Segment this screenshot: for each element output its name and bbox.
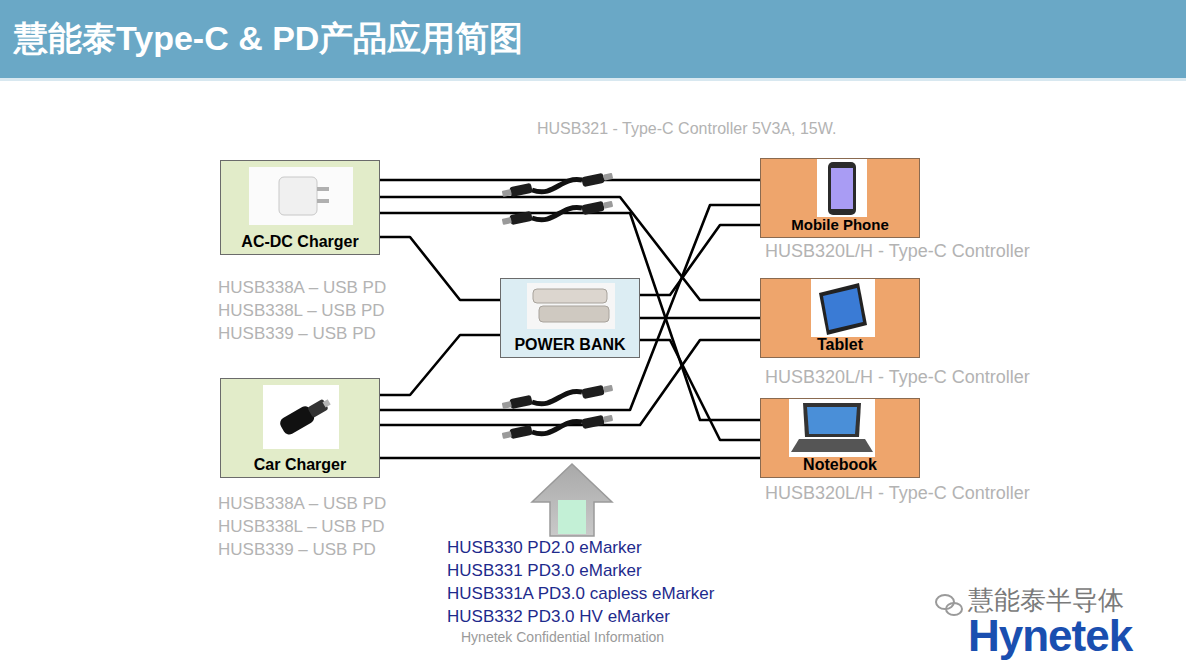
usb-c-cable-part-part <box>603 201 613 209</box>
part-note: HUSB320L/H - Type-C Controller <box>765 241 1030 263</box>
power-bank-box: POWER BANK <box>500 278 640 358</box>
usb-c-cable-part <box>581 383 613 399</box>
emarker-note: HUSB332 PD3.0 HV eMarker <box>447 607 670 627</box>
usb-c-cable-part-part <box>509 425 533 439</box>
emarker-note: HUSB331A PD3.0 capless eMarker <box>447 584 714 604</box>
usb-c-cable-part <box>532 208 582 220</box>
charger-box: AC-DC Charger <box>220 160 380 255</box>
usb-c-cable <box>501 171 613 199</box>
part-note: HUSB339 – USB PD <box>218 540 376 560</box>
usb-c-cable-part <box>581 199 613 215</box>
device-box: Notebook <box>760 398 920 478</box>
power-bank-picture-part <box>539 306 609 322</box>
up-arrow-part <box>532 464 612 536</box>
usb-c-cable-part-part <box>581 201 605 215</box>
part-note: HUSB320L/H - Type-C Controller <box>765 483 1030 505</box>
usb-c-cable <box>501 199 613 227</box>
usb-c-cable-part-part <box>603 385 613 393</box>
box-label: Notebook <box>803 455 877 474</box>
connector-line <box>380 205 760 410</box>
usb-c-cable-part-part <box>502 189 512 197</box>
charger-box: Car Charger <box>220 378 380 478</box>
car-charger-picture-part-part <box>323 399 331 407</box>
tablet-picture-part <box>823 288 863 330</box>
connector-line <box>380 335 500 395</box>
watermark: 慧能泰半导体 <box>968 586 1124 615</box>
car-charger-picture-part <box>263 385 339 449</box>
box-label: Car Charger <box>254 455 346 474</box>
title-rule <box>0 78 1186 81</box>
usb-c-cable-part-part <box>581 173 605 187</box>
usb-c-cable-part <box>501 395 532 411</box>
wechat-icon-part <box>936 595 954 609</box>
usb-c-cable-part <box>501 211 532 227</box>
box-label: AC-DC Charger <box>241 232 358 251</box>
usb-c-cable-part <box>532 392 582 404</box>
usb-c-cable-part-part <box>509 395 533 409</box>
part-note: HUSB338L – USB PD <box>218 517 385 537</box>
phone-picture-part <box>828 162 856 215</box>
power-bank-picture-part <box>527 283 615 329</box>
usb-c-cable-part-part <box>603 415 613 423</box>
phone-picture-part <box>817 159 867 217</box>
box-label: POWER BANK <box>514 335 625 354</box>
wechat-icon-part <box>946 603 962 615</box>
usb-c-cable-part <box>532 422 582 434</box>
connector-line <box>380 237 500 300</box>
usb-c-cable <box>501 413 613 441</box>
usb-c-cable-part <box>581 413 613 429</box>
laptop-picture-part <box>803 403 861 437</box>
charger-picture-part <box>317 199 329 203</box>
company-logo: Hynetek <box>968 614 1132 658</box>
car-charger-picture-part <box>278 394 334 437</box>
up-arrow <box>532 464 612 536</box>
usb-c-cable-part-part <box>502 217 512 225</box>
title-text: 慧能泰Type-C & PD产品应用简图 <box>14 18 523 59</box>
charger-picture-part <box>317 187 329 191</box>
confidential-note: Hynetek Confidential Information <box>461 629 664 646</box>
tablet-picture-part <box>819 283 867 335</box>
part-note: HUSB320L/H - Type-C Controller <box>765 367 1030 389</box>
laptop-picture-part <box>791 439 873 452</box>
tablet-picture-part <box>811 279 875 337</box>
wechat-icon <box>936 595 962 615</box>
connector-line <box>380 457 760 460</box>
device-box: Mobile Phone <box>760 158 920 238</box>
usb-c-cable-part-part <box>502 401 512 409</box>
connector-line <box>640 225 760 295</box>
power-bank-picture-part <box>533 289 607 303</box>
emarker-note: HUSB330 PD2.0 eMarker <box>447 538 642 558</box>
laptop-picture-part <box>789 399 875 457</box>
phone-picture-part <box>831 168 853 209</box>
laptop-picture-part <box>807 407 857 434</box>
part-note: HUSB338A – USB PD <box>218 494 386 514</box>
charger-picture-part <box>249 167 353 225</box>
up-arrow-part <box>558 500 586 534</box>
emarker-note: HUSB331 PD3.0 eMarker <box>447 561 642 581</box>
usb-c-cable-part-part <box>502 431 512 439</box>
part-note: HUSB338L – USB PD <box>218 301 385 321</box>
box-label: Mobile Phone <box>791 216 889 234</box>
usb-c-cable-part-part <box>603 173 613 181</box>
charger-picture-part <box>279 177 317 215</box>
usb-c-cable-part <box>501 425 532 441</box>
usb-c-cable-part-part <box>581 385 605 399</box>
box-label: Tablet <box>817 335 863 354</box>
usb-c-cable <box>501 383 613 411</box>
usb-c-cable-part-part <box>581 415 605 429</box>
usb-c-cable-part <box>581 171 613 187</box>
device-box: Tablet <box>760 278 920 358</box>
part-note: HUSB338A – USB PD <box>218 278 386 298</box>
part-note: HUSB321 - Type-C Controller 5V3A, 15W. <box>537 119 836 138</box>
usb-c-cable-part-part <box>509 183 533 197</box>
connector-line <box>640 317 760 320</box>
part-note: HUSB339 – USB PD <box>218 324 376 344</box>
usb-c-cable-part-part <box>509 211 533 225</box>
usb-c-cable-part <box>532 180 582 192</box>
usb-c-cable-part <box>501 183 532 199</box>
connector-line <box>380 213 760 420</box>
connector-line <box>640 340 760 440</box>
